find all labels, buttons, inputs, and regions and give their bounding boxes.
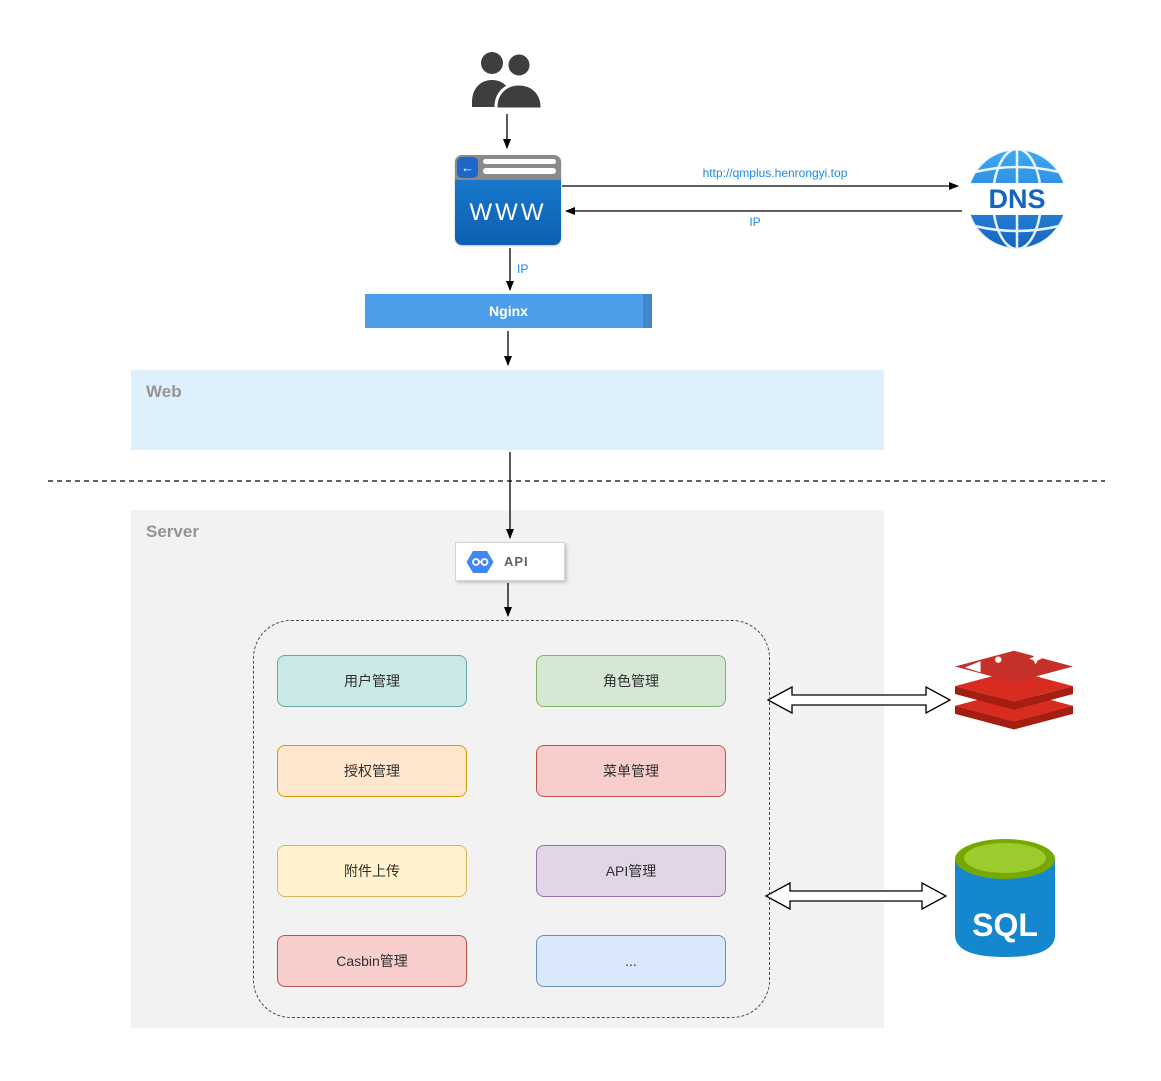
module-box-casbin-mgmt: Casbin管理 [277, 935, 467, 987]
module-label: 用户管理 [344, 673, 400, 689]
browser-node: ← WWW [455, 155, 561, 245]
edge-label-url: http://qmplus.henrongyi.top [702, 166, 848, 180]
web-zone: Web [131, 370, 884, 450]
browser-titlebar: ← [455, 155, 561, 180]
module-box-role-mgmt: 角色管理 [536, 655, 726, 707]
edge-label-ip-return: IP [749, 215, 761, 229]
module-box-user-mgmt: 用户管理 [277, 655, 467, 707]
module-label: API管理 [605, 863, 657, 879]
module-label: 授权管理 [344, 763, 400, 779]
module-box-more: ... [536, 935, 726, 987]
browser-toolbar-strip [483, 168, 556, 174]
edge-label-ip-down: IP [517, 262, 529, 276]
dns-globe-icon: DNS [959, 147, 1075, 251]
module-label: Casbin管理 [336, 953, 408, 969]
api-hexagon-icon [466, 550, 494, 573]
browser-www-label: WWW [455, 180, 561, 245]
api-node: API [455, 542, 565, 581]
module-label: 附件上传 [344, 863, 400, 879]
module-label: 菜单管理 [603, 763, 659, 779]
sql-database-icon: SQL [955, 839, 1055, 957]
module-box-auth-mgmt: 授权管理 [277, 745, 467, 797]
server-zone-label: Server [146, 522, 199, 541]
module-box-menu-mgmt: 菜单管理 [536, 745, 726, 797]
users-icon [472, 51, 544, 111]
nginx-node: Nginx [365, 294, 652, 328]
dns-label: DNS [988, 184, 1045, 214]
module-label: 角色管理 [603, 673, 659, 689]
modules-boundary [253, 620, 770, 1018]
module-label: ... [625, 953, 637, 969]
api-label: API [504, 554, 529, 569]
sql-label: SQL [972, 907, 1038, 943]
back-arrow-icon: ← [457, 157, 478, 178]
module-box-api-mgmt: API管理 [536, 845, 726, 897]
web-zone-label: Web [146, 382, 182, 401]
redis-icon [955, 650, 1073, 730]
browser-addressbar [483, 159, 556, 164]
module-box-attachment-upload: 附件上传 [277, 845, 467, 897]
